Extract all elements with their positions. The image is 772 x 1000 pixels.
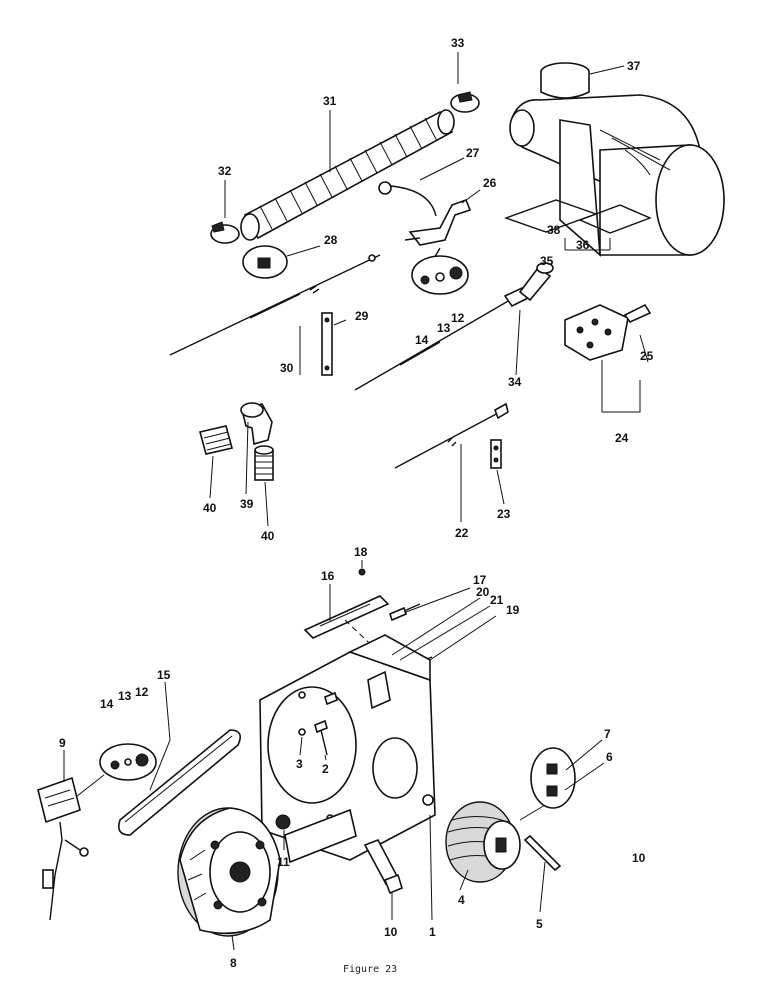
callout-26: 26 bbox=[483, 176, 497, 190]
callout-30: 30 bbox=[280, 361, 294, 375]
callout-38: 38 bbox=[547, 223, 561, 237]
callout-8: 8 bbox=[230, 956, 237, 970]
callout-33: 33 bbox=[451, 36, 465, 50]
strap-29 bbox=[321, 312, 333, 376]
choke-cable-34 bbox=[354, 262, 554, 391]
callout-24: 24 bbox=[615, 431, 629, 445]
callout-23: 23 bbox=[497, 507, 511, 521]
callout-6: 6 bbox=[606, 750, 613, 764]
linkage-27-26 bbox=[378, 181, 472, 263]
callout-37: 37 bbox=[627, 59, 641, 73]
callout-13a: 13 bbox=[437, 321, 451, 335]
alternator-8 bbox=[177, 807, 281, 937]
air-cleaner-assembly bbox=[503, 62, 725, 257]
callout-10: 10 bbox=[384, 925, 398, 939]
callout-11: 11 bbox=[277, 855, 290, 869]
bolt-10 bbox=[363, 838, 403, 895]
callout-4: 4 bbox=[458, 893, 465, 907]
drive-belt-15 bbox=[117, 729, 241, 836]
callout-13b: 13 bbox=[118, 689, 132, 703]
hose-clamp-33 bbox=[450, 91, 480, 113]
callout-20: 20 bbox=[476, 585, 490, 599]
callout-27: 27 bbox=[466, 146, 480, 160]
nut-11 bbox=[275, 814, 291, 830]
callout-17: 17 bbox=[473, 573, 487, 587]
callout-14a: 14 bbox=[415, 333, 429, 347]
callout-18: 18 bbox=[354, 545, 368, 559]
pulley-4 bbox=[445, 801, 521, 883]
bolt-2-washer-3 bbox=[298, 719, 328, 756]
callout-14b: 14 bbox=[100, 697, 114, 711]
callout-10-right: 10 bbox=[632, 851, 646, 865]
callout-35: 35 bbox=[540, 254, 554, 268]
hardware-detail-lower bbox=[71, 743, 157, 801]
callout-19: 19 bbox=[506, 603, 520, 617]
callout-7: 7 bbox=[604, 727, 611, 741]
set-screws-6-7 bbox=[519, 747, 576, 821]
callout-1: 1 bbox=[429, 925, 436, 939]
hardware-detail-upper bbox=[411, 255, 469, 295]
callout-22: 22 bbox=[455, 526, 469, 540]
callout-34: 34 bbox=[508, 375, 522, 389]
throttle-cable-30 bbox=[169, 254, 381, 356]
leader-lines bbox=[63, 52, 649, 951]
callout-40a: 40 bbox=[203, 501, 217, 515]
callout-21: 21 bbox=[490, 593, 504, 607]
callout-12b: 12 bbox=[135, 685, 149, 699]
callout-9: 9 bbox=[59, 736, 66, 750]
hose-clamp-32 bbox=[210, 221, 240, 244]
nut-detail-28 bbox=[242, 245, 321, 279]
alternator-mounting-bracket-1 bbox=[259, 634, 436, 864]
callout-12a: 12 bbox=[451, 311, 465, 325]
callout-2: 2 bbox=[322, 762, 329, 776]
callout-28: 28 bbox=[324, 233, 338, 247]
key-5 bbox=[523, 834, 562, 872]
callout-39: 39 bbox=[240, 497, 254, 511]
callout-labels: 37 33 31 32 27 26 28 38 36 35 30 29 14 1… bbox=[59, 36, 654, 970]
callout-25: 25 bbox=[640, 349, 654, 363]
callout-5: 5 bbox=[536, 917, 543, 931]
rod-22-23 bbox=[394, 402, 509, 469]
callout-31: 31 bbox=[323, 94, 337, 108]
callout-36: 36 bbox=[576, 238, 590, 252]
figure-caption: Figure 23 bbox=[343, 964, 397, 975]
pipe-fittings-39-40 bbox=[199, 402, 274, 481]
callout-40b: 40 bbox=[261, 529, 275, 543]
flexible-hose-31 bbox=[240, 109, 455, 241]
voltage-regulator-9 bbox=[37, 776, 89, 921]
callout-3: 3 bbox=[296, 757, 303, 771]
callout-29: 29 bbox=[355, 309, 369, 323]
callout-15: 15 bbox=[157, 668, 171, 682]
callout-32: 32 bbox=[218, 164, 232, 178]
callout-16: 16 bbox=[321, 569, 335, 583]
ignition-switch-25 bbox=[564, 303, 652, 413]
